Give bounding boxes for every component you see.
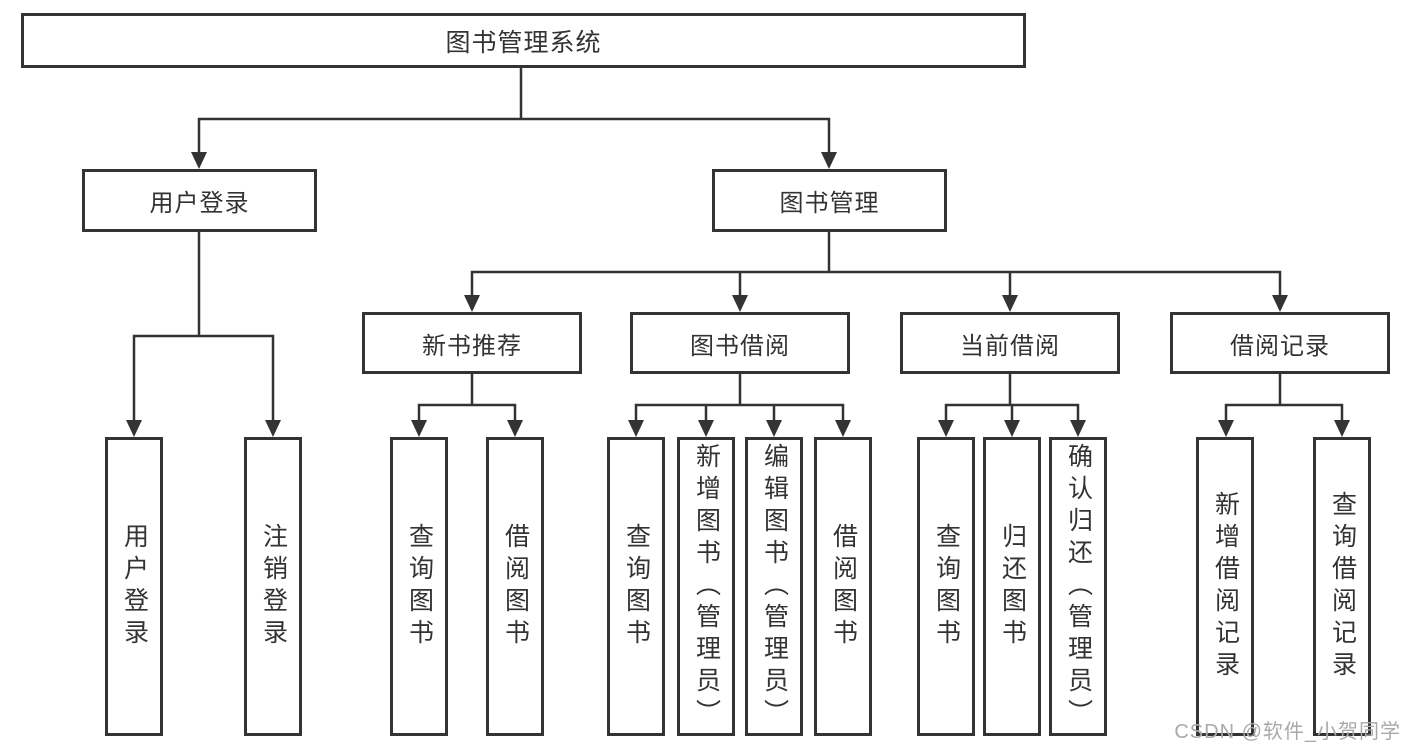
leaf-add-borrow-record: 新增借阅记录 — [1196, 437, 1254, 736]
leaf-user-login: 用户登录 — [105, 437, 163, 736]
leaf-query-books-borrow: 查询图书 — [607, 437, 665, 736]
leaf-return-book: 归还图书 — [983, 437, 1041, 736]
leaf-edit-book-admin: 编辑图书（管理员） — [745, 437, 803, 736]
node-library-management-system: 图书管理系统 — [21, 13, 1026, 68]
leaf-confirm-return-admin: 确认归还（管理员） — [1049, 437, 1107, 736]
leaf-query-books-recommend: 查询图书 — [390, 437, 448, 736]
node-book-management: 图书管理 — [712, 169, 947, 232]
node-new-book-recommend: 新书推荐 — [362, 312, 582, 374]
leaf-borrow-books-recommend: 借阅图书 — [486, 437, 544, 736]
node-borrow-records: 借阅记录 — [1170, 312, 1390, 374]
csdn-watermark: CSDN @软件_小贺同学 — [1174, 721, 1401, 743]
node-user-login: 用户登录 — [82, 169, 317, 232]
leaf-borrow-books: 借阅图书 — [814, 437, 872, 736]
node-book-borrow: 图书借阅 — [630, 312, 850, 374]
leaf-add-book-admin: 新增图书（管理员） — [677, 437, 735, 736]
leaf-logout-login: 注销登录 — [244, 437, 302, 736]
leaf-query-books-current: 查询图书 — [917, 437, 975, 736]
node-current-borrow: 当前借阅 — [900, 312, 1120, 374]
leaf-query-borrow-record: 查询借阅记录 — [1313, 437, 1371, 736]
